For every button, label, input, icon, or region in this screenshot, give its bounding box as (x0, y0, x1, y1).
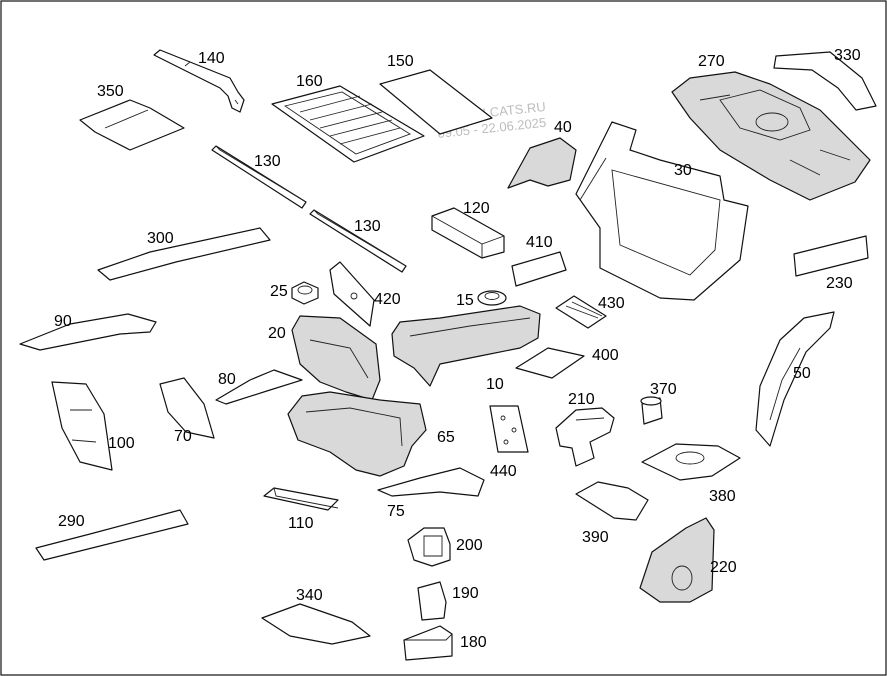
callout-400[interactable]: 400 (592, 347, 619, 364)
callout-70[interactable]: 70 (174, 428, 192, 445)
callout-75[interactable]: 75 (387, 503, 405, 520)
callout-370[interactable]: 370 (650, 381, 677, 398)
part-400-pad (515, 347, 585, 379)
part-220-side-panel (639, 517, 715, 603)
part-190-bag (417, 581, 447, 621)
callout-130-upper[interactable]: 130 (254, 153, 281, 170)
callout-230[interactable]: 230 (826, 275, 853, 292)
callout-20[interactable]: 20 (268, 325, 286, 342)
callout-420[interactable]: 420 (374, 291, 401, 308)
part-80-strip (215, 369, 303, 405)
callout-180[interactable]: 180 (460, 634, 487, 651)
callout-130-lower[interactable]: 130 (354, 218, 381, 235)
callout-210[interactable]: 210 (568, 391, 595, 408)
callout-350[interactable]: 350 (97, 83, 124, 100)
callout-440[interactable]: 440 (490, 463, 517, 480)
callout-10[interactable]: 10 (486, 376, 504, 393)
callout-65[interactable]: 65 (437, 429, 455, 446)
part-380-pad (641, 443, 741, 481)
callout-40[interactable]: 40 (554, 119, 572, 136)
part-110-block (263, 487, 339, 511)
part-230-pad (793, 235, 869, 277)
callout-430[interactable]: 430 (598, 295, 625, 312)
callout-220[interactable]: 220 (710, 559, 737, 576)
part-30-rear-bulkhead (575, 121, 749, 301)
part-200-box (407, 527, 451, 567)
part-20-bracket (291, 315, 381, 401)
callout-410[interactable]: 410 (526, 234, 553, 251)
callout-50[interactable]: 50 (793, 365, 811, 382)
callout-340[interactable]: 340 (296, 587, 323, 604)
part-440-plate (489, 405, 529, 453)
callout-390[interactable]: 390 (582, 529, 609, 546)
part-15-grommet (477, 290, 507, 306)
callout-290[interactable]: 290 (58, 513, 85, 530)
callout-90[interactable]: 90 (54, 313, 72, 330)
part-180-wedge (403, 625, 453, 661)
part-140-strip (153, 49, 245, 113)
callout-270[interactable]: 270 (698, 53, 725, 70)
part-210-bracket (555, 407, 615, 467)
callout-120[interactable]: 120 (463, 200, 490, 217)
callout-190[interactable]: 190 (452, 585, 479, 602)
part-25-nut (291, 281, 319, 305)
callout-330[interactable]: 330 (834, 47, 861, 64)
callout-160[interactable]: 160 (296, 73, 323, 90)
part-10-center-tunnel (391, 305, 541, 387)
callout-150[interactable]: 150 (387, 53, 414, 70)
part-390-pad (575, 481, 649, 521)
part-150-panel (379, 69, 493, 135)
part-40-bracket (507, 137, 577, 189)
part-65-floor-assembly (287, 391, 427, 477)
callout-140[interactable]: 140 (198, 50, 225, 67)
part-330-strip (773, 51, 877, 111)
part-75-bracket (377, 467, 485, 497)
callout-110[interactable]: 110 (288, 515, 314, 532)
part-130-bar-upper (211, 145, 307, 209)
callout-200[interactable]: 200 (456, 537, 483, 554)
part-370-cylinder (640, 396, 663, 425)
part-410-pad (511, 251, 567, 287)
part-120-block (431, 207, 505, 259)
part-100-mat (51, 381, 113, 471)
callout-30[interactable]: 30 (674, 162, 692, 179)
part-350-pad (79, 99, 185, 151)
part-70-pad (159, 377, 215, 439)
callout-100[interactable]: 100 (108, 435, 135, 452)
part-50-side-trim (755, 311, 835, 447)
part-340-pad (261, 603, 371, 645)
callout-80[interactable]: 80 (218, 371, 236, 388)
callout-15[interactable]: 15 (456, 292, 474, 309)
part-430-pad (555, 295, 607, 329)
callout-25[interactable]: 25 (270, 283, 288, 300)
part-160-roof-liner (271, 85, 425, 163)
part-420-plate (329, 261, 375, 327)
part-90-strip (19, 313, 157, 351)
callout-300[interactable]: 300 (147, 230, 174, 247)
part-130-bar-lower (309, 209, 407, 273)
part-270-floor-tray (671, 71, 871, 201)
callout-380[interactable]: 380 (709, 488, 736, 505)
part-300-strip (97, 227, 271, 281)
part-290-strip (35, 509, 189, 561)
